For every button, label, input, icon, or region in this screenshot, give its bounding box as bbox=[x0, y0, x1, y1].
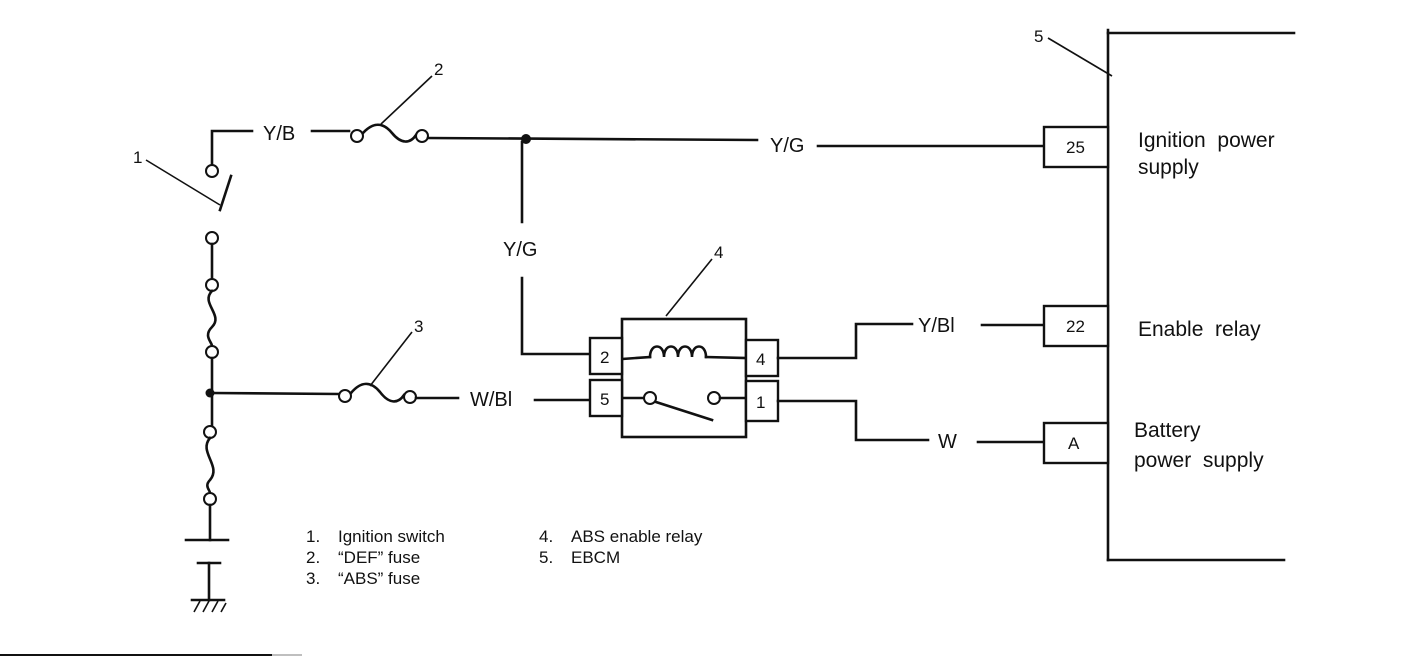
ebcm-terminal-a: A bbox=[1068, 434, 1080, 453]
relay-pin-box-1 bbox=[744, 379, 780, 423]
ebcm-terminal-22: 22 bbox=[1066, 317, 1085, 336]
ebcm-terminal-box-a bbox=[1042, 421, 1110, 465]
junction-dot-left bbox=[205, 388, 215, 398]
ebcm-module bbox=[1106, 28, 1296, 562]
callout-3: 3 bbox=[414, 317, 423, 336]
junction-dot-top bbox=[521, 134, 531, 144]
legend-item-5: 5.EBCM bbox=[539, 548, 620, 567]
ebcm-desc-ignition-line2: supply bbox=[1138, 156, 1199, 179]
callout-leader-5 bbox=[1047, 37, 1113, 77]
callout-5: 5 bbox=[1034, 27, 1043, 46]
legend: 1.Ignition switch 2.“DEF” fuse 3.“ABS” f… bbox=[306, 527, 703, 588]
relay-pin-2: 2 bbox=[600, 348, 609, 367]
callout-leader-2 bbox=[380, 75, 433, 125]
callout-1: 1 bbox=[133, 148, 142, 167]
abs-enable-relay bbox=[620, 317, 748, 439]
wire-label-yg-top: Y/G bbox=[770, 135, 804, 157]
callout-4: 4 bbox=[714, 243, 723, 262]
battery-symbol bbox=[184, 538, 230, 602]
legend-item-2: 2.“DEF” fuse bbox=[306, 548, 420, 567]
ebcm-desc-ignition-line1: Ignition power bbox=[1138, 129, 1275, 152]
callout-leader-1 bbox=[145, 159, 221, 206]
wire-label-yb: Y/B bbox=[263, 123, 295, 145]
ebcm-desc-enable-line1: Enable relay bbox=[1138, 318, 1261, 341]
relay-pin-box-5 bbox=[588, 378, 624, 418]
wire-label-ybl: Y/Bl bbox=[918, 315, 955, 337]
ebcm-desc-battery-line2: power supply bbox=[1134, 449, 1264, 472]
wire-label-wbl: W/Bl bbox=[470, 389, 512, 411]
ebcm-terminal-box-25 bbox=[1042, 125, 1110, 169]
ground-icon bbox=[190, 598, 227, 613]
legend-item-1: 1.Ignition switch bbox=[306, 527, 445, 546]
fuse-abs bbox=[338, 382, 417, 404]
callout-2: 2 bbox=[434, 60, 443, 79]
fuse-lower-left bbox=[203, 425, 217, 542]
relay-pin-box-2 bbox=[588, 336, 624, 376]
fuse-def bbox=[350, 123, 429, 143]
ebcm-terminal-25: 25 bbox=[1066, 138, 1085, 157]
legend-item-4: 4.ABS enable relay bbox=[539, 527, 703, 546]
wire-label-yg-vertical: Y/G bbox=[503, 239, 537, 261]
ebcm-terminal-box-22 bbox=[1042, 304, 1110, 348]
callout-leader-4 bbox=[665, 258, 713, 317]
legend-item-3: 3.“ABS” fuse bbox=[306, 569, 420, 588]
wire-label-w: W bbox=[938, 431, 957, 453]
fuse-upper-left bbox=[205, 278, 219, 428]
ebcm-desc-battery-line1: Battery bbox=[1134, 419, 1201, 442]
ignition-switch bbox=[205, 129, 254, 281]
callout-leader-3 bbox=[369, 331, 413, 387]
relay-pin-5: 5 bbox=[600, 390, 609, 409]
relay-pin-4: 4 bbox=[756, 350, 765, 369]
relay-pin-1: 1 bbox=[756, 393, 765, 412]
